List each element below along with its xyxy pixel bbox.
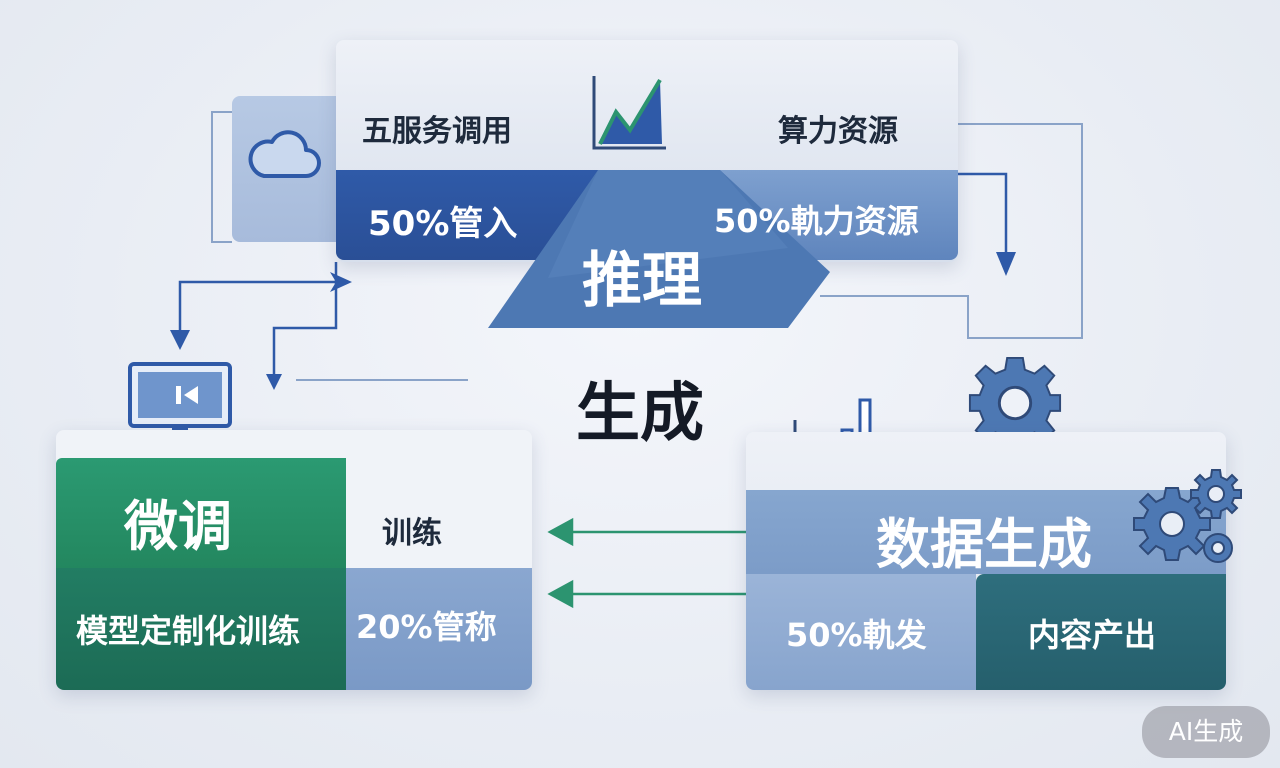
inference-title: 推理	[582, 246, 702, 316]
inference-trapezoid	[488, 170, 830, 328]
center-generate-label: 生成	[576, 377, 704, 451]
green-arrow-head-1	[547, 517, 574, 547]
gear-icon	[968, 356, 1062, 450]
input-pct-label: 50%管入	[368, 204, 518, 244]
arrow-down-head-right	[996, 252, 1016, 276]
compute-resource-label: 算力资源	[778, 114, 898, 149]
service-call-label: 五服务调用	[362, 114, 512, 149]
custom-training-label: 模型定制化训练	[76, 612, 301, 650]
right-loop-line	[820, 123, 1083, 339]
right-down-arrow-line	[958, 172, 1008, 258]
arrow-down-head-mid	[266, 374, 282, 390]
compute-pct-label: 50%軌力资源	[714, 202, 919, 240]
ai-generated-badge: AI生成	[1142, 706, 1270, 758]
training-label: 训练	[382, 516, 442, 551]
finetune-title: 微调	[124, 495, 232, 558]
data-generation-title: 数据生成	[876, 513, 1092, 576]
finetune-title-bar	[56, 458, 346, 568]
line-chart-icon	[592, 76, 666, 150]
cloud-icon	[248, 130, 321, 178]
cloud-bracket-line	[211, 111, 232, 243]
custom-training-bar	[56, 568, 346, 690]
monitor-icon	[128, 362, 232, 442]
finetune-pct-bar	[346, 568, 532, 690]
datagen-pct-label: 50%軌发	[786, 616, 927, 654]
finetune-pct-label: 20%管称	[356, 608, 497, 646]
arrow-down-left-line	[272, 262, 338, 378]
arrow-to-monitor-line	[178, 280, 336, 340]
gears-cluster-icon	[1133, 469, 1242, 563]
datagen-pct-bar	[746, 574, 976, 690]
arrow-down-head-left	[170, 330, 190, 350]
arrow-right-head	[330, 272, 352, 292]
content-output-bar	[976, 574, 1226, 690]
green-arrow-head-2	[547, 579, 574, 609]
content-output-label: 内容产出	[1028, 616, 1157, 654]
